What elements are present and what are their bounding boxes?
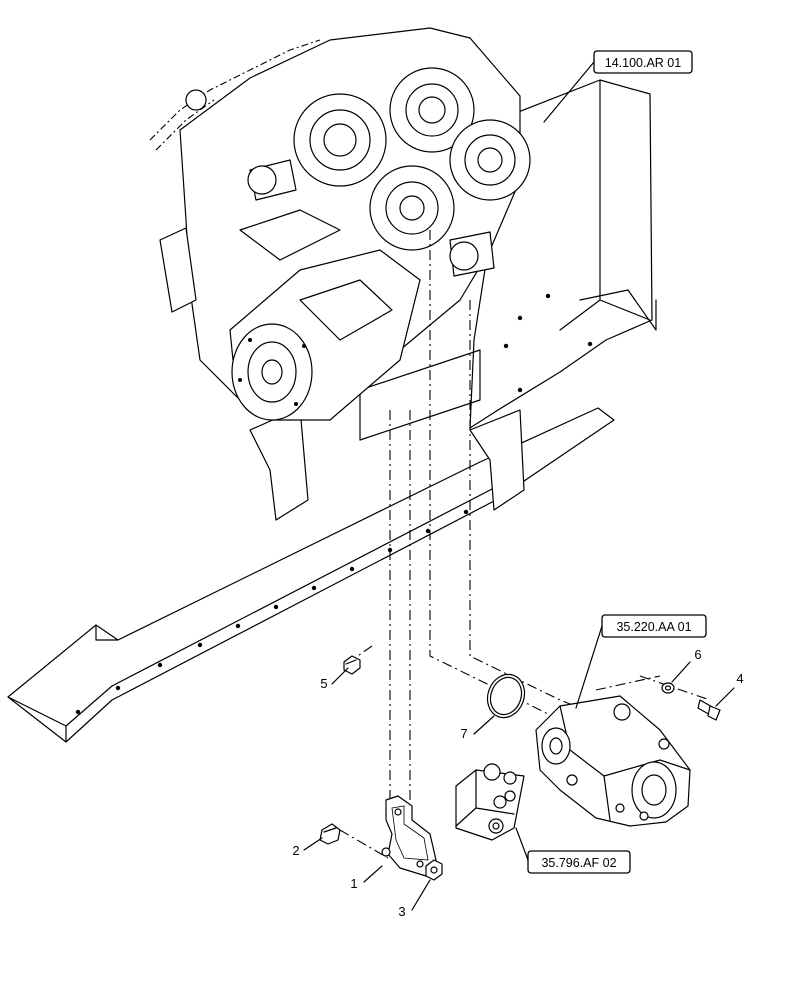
gear-cover-3 (449, 119, 531, 201)
gear-cover-1 (293, 93, 387, 187)
callout-6[interactable]: 6 (671, 647, 702, 683)
callout-1[interactable]: 1 (350, 865, 383, 891)
callout-3[interactable]: 3 (398, 879, 431, 919)
o-ring-part-7 (486, 673, 526, 719)
ref-label-14-100-ar-01: 14.100.AR 01 (605, 56, 681, 70)
callout-number-3: 3 (398, 904, 405, 919)
leader-35-796-af-02 (515, 827, 529, 861)
leader-14-100-ar-01 (543, 61, 595, 123)
callout-number-7: 7 (460, 726, 467, 741)
nut-part-3 (425, 859, 443, 881)
ref-box-14-100-ar-01[interactable]: 14.100.AR 01 (593, 50, 693, 74)
callout-number-2: 2 (292, 843, 299, 858)
callout-2[interactable]: 2 (292, 837, 323, 858)
washer-part-6 (661, 682, 675, 694)
callout-number-5: 5 (320, 676, 327, 691)
callout-number-4: 4 (736, 671, 743, 686)
callout-7[interactable]: 7 (460, 715, 495, 741)
drive-motor (229, 209, 421, 421)
gear-cover-2 (389, 67, 475, 153)
ref-label-35-220-aa-01: 35.220.AA 01 (616, 620, 691, 634)
ref-box-35-796-af-02[interactable]: 35.796.AF 02 (527, 850, 631, 874)
callout-number-1: 1 (350, 876, 357, 891)
callout-4[interactable]: 4 (715, 671, 744, 707)
screw-part-5 (343, 655, 361, 675)
valve-block (455, 763, 525, 841)
screw-part-2 (319, 823, 341, 845)
bracket-part (381, 795, 437, 877)
ref-label-35-796-af-02: 35.796.AF 02 (541, 856, 616, 870)
hydraulic-pump (535, 695, 691, 827)
leader-35-220-aa-01 (575, 625, 603, 709)
ref-box-35-220-aa-01[interactable]: 35.220.AA 01 (601, 614, 707, 638)
callout-5[interactable]: 5 (320, 667, 349, 691)
gear-cover-4 (369, 165, 455, 251)
callout-number-6: 6 (694, 647, 701, 662)
screw-part-4 (697, 699, 721, 721)
